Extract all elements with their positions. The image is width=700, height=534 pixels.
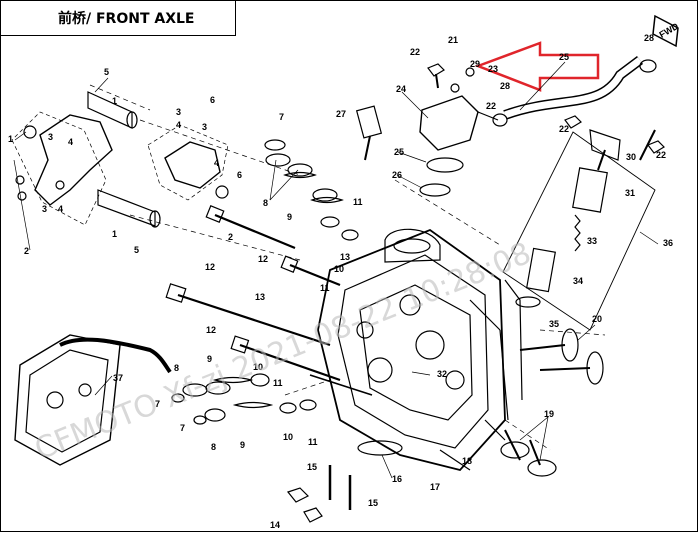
callout-4: 4 bbox=[176, 120, 181, 130]
callout-13: 13 bbox=[340, 252, 350, 262]
callout-12: 12 bbox=[205, 262, 215, 272]
callout-16: 16 bbox=[392, 474, 402, 484]
callout-numbers: 1 1 1 2 2 3 3 3 3 4 4 4 4 5 5 6 6 7 7 7 … bbox=[8, 33, 673, 530]
parts-artwork bbox=[11, 14, 679, 523]
callout-24: 24 bbox=[396, 84, 406, 94]
callout-6: 6 bbox=[237, 170, 242, 180]
callout-1: 1 bbox=[8, 134, 13, 144]
callout-7: 7 bbox=[155, 399, 160, 409]
callout-15: 15 bbox=[368, 498, 378, 508]
callout-32: 32 bbox=[437, 369, 447, 379]
callout-11: 11 bbox=[353, 197, 363, 207]
callout-31: 31 bbox=[625, 188, 635, 198]
studs-lower bbox=[286, 440, 403, 523]
callout-33: 33 bbox=[587, 236, 597, 246]
rocker-shafts bbox=[87, 91, 161, 228]
temperature-sensor bbox=[355, 105, 383, 161]
callout-3: 3 bbox=[176, 107, 181, 117]
chain-tensioner-group bbox=[502, 129, 656, 331]
rocker-arm-left bbox=[11, 111, 113, 226]
callout-10: 10 bbox=[253, 362, 263, 372]
callout-35: 35 bbox=[549, 319, 559, 329]
leader-lines bbox=[13, 61, 659, 479]
long-bolts bbox=[165, 205, 373, 396]
callout-11: 11 bbox=[273, 378, 283, 388]
callout-1: 1 bbox=[112, 96, 117, 106]
callout-3: 3 bbox=[42, 204, 47, 214]
callout-5: 5 bbox=[104, 67, 109, 77]
callout-8: 8 bbox=[263, 198, 268, 208]
fwd-badge bbox=[652, 14, 679, 48]
callout-3: 3 bbox=[202, 122, 207, 132]
water-hose bbox=[492, 56, 657, 127]
cylinder-head bbox=[317, 228, 523, 472]
callout-4: 4 bbox=[214, 158, 219, 168]
page-title: 前桥/ FRONT AXLE bbox=[58, 10, 195, 27]
callout-12: 12 bbox=[258, 254, 268, 264]
callout-14: 14 bbox=[270, 520, 280, 530]
callout-18: 18 bbox=[462, 456, 472, 466]
valve-springs-upper bbox=[264, 139, 359, 241]
callout-20: 20 bbox=[592, 314, 602, 324]
callout-10: 10 bbox=[283, 432, 293, 442]
callout-9: 9 bbox=[207, 354, 212, 364]
callout-13: 13 bbox=[255, 292, 265, 302]
callout-8: 8 bbox=[211, 442, 216, 452]
top-bolts bbox=[427, 63, 665, 154]
engine-thumbnail bbox=[14, 334, 172, 466]
callout-10: 10 bbox=[334, 264, 344, 274]
callout-22: 22 bbox=[486, 101, 496, 111]
callout-6: 6 bbox=[210, 95, 215, 105]
callout-28: 28 bbox=[500, 81, 510, 91]
callout-8: 8 bbox=[174, 363, 179, 373]
callout-34: 34 bbox=[573, 276, 583, 286]
callout-23: 23 bbox=[488, 64, 498, 74]
thermostat-housing bbox=[419, 67, 499, 197]
callout-19: 19 bbox=[544, 409, 554, 419]
callout-22: 22 bbox=[656, 150, 666, 160]
callout-3: 3 bbox=[48, 132, 53, 142]
callout-27: 27 bbox=[336, 109, 346, 119]
callout-2: 2 bbox=[228, 232, 233, 242]
callout-1: 1 bbox=[112, 229, 117, 239]
callout-9: 9 bbox=[287, 212, 292, 222]
callout-17: 17 bbox=[430, 482, 440, 492]
callout-5: 5 bbox=[134, 245, 139, 255]
callout-28: 28 bbox=[644, 33, 654, 43]
callout-36: 36 bbox=[663, 238, 673, 248]
callout-7: 7 bbox=[180, 423, 185, 433]
title-box: 前桥/ FRONT AXLE bbox=[0, 0, 236, 36]
callout-11: 11 bbox=[320, 283, 330, 293]
callout-25: 25 bbox=[559, 52, 569, 62]
valves bbox=[500, 328, 604, 477]
valve-springs-lower bbox=[171, 373, 317, 425]
callout-37: 37 bbox=[113, 373, 123, 383]
callout-11: 11 bbox=[308, 437, 318, 447]
callout-15: 15 bbox=[307, 462, 317, 472]
callout-7: 7 bbox=[279, 112, 284, 122]
callout-30: 30 bbox=[626, 152, 636, 162]
callout-22: 22 bbox=[410, 47, 420, 57]
callout-2: 2 bbox=[24, 246, 29, 256]
callout-29: 29 bbox=[470, 59, 480, 69]
callout-21: 21 bbox=[448, 35, 458, 45]
rocker-arm-right bbox=[147, 124, 229, 201]
callout-22: 22 bbox=[559, 124, 569, 134]
callout-12: 12 bbox=[206, 325, 216, 335]
callout-4: 4 bbox=[58, 204, 63, 214]
highlight-arrow bbox=[474, 41, 600, 92]
callout-9: 9 bbox=[240, 440, 245, 450]
callout-4: 4 bbox=[68, 137, 73, 147]
